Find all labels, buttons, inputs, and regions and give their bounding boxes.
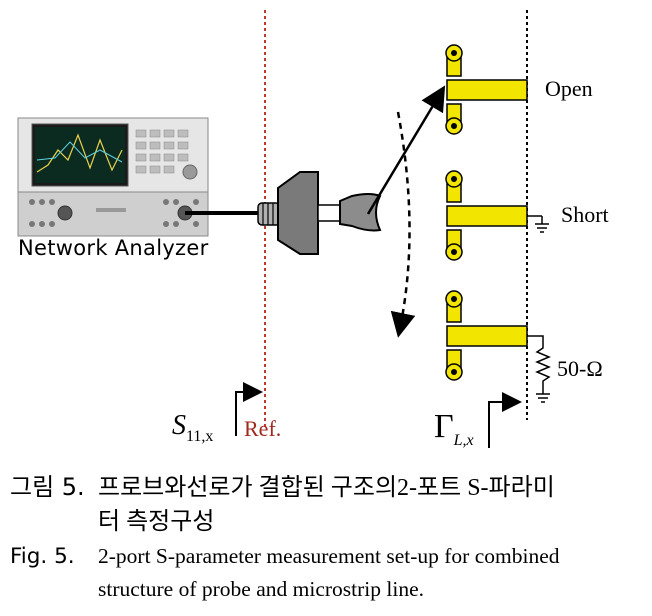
- probe-assembly: [257, 171, 382, 255]
- probe-to-open-arrow: [366, 85, 446, 215]
- short-label: Short: [561, 202, 609, 227]
- caption-label-en: Fig. 5.: [10, 544, 75, 569]
- figure-caption-english: Fig. 5. 2-port S-parameter measurement se…: [10, 540, 646, 605]
- figure-caption-korean: 그림 5. 프로브와선로가 결합된 구조의2-포트 S-파라미 터 측정구성: [10, 470, 646, 539]
- network-analyzer-label: Network Analyzer: [18, 236, 209, 260]
- load-standard: [445, 290, 551, 403]
- ref-label: Ref.: [244, 416, 282, 441]
- load-label: 50-Ω: [557, 356, 603, 381]
- open-label: Open: [545, 76, 593, 101]
- open-standard: [445, 44, 528, 135]
- gamma-label: ΓL,x: [434, 408, 474, 449]
- short-standard: [445, 170, 549, 261]
- measurement-setup-diagram: [17, 10, 551, 448]
- caption-ko-line1: 프로브와선로가 결합된 구조의2-포트 S-파라미: [98, 475, 555, 501]
- network-analyzer-instrument: [17, 117, 209, 237]
- gamma-reference-bracket: [488, 392, 522, 448]
- caption-label-ko: 그림 5.: [10, 473, 85, 501]
- caption-en-line2: structure of probe and microstrip line.: [98, 577, 424, 601]
- s11-reference-bracket: [235, 382, 263, 436]
- caption-ko-line2: 터 측정구성: [98, 509, 215, 535]
- caption-en-line1: 2-port S-parameter measurement set-up fo…: [98, 544, 560, 568]
- resistor-symbol: [527, 335, 551, 394]
- s11-label: S11,x: [172, 410, 214, 445]
- probe-sweep-arrow: [390, 111, 416, 338]
